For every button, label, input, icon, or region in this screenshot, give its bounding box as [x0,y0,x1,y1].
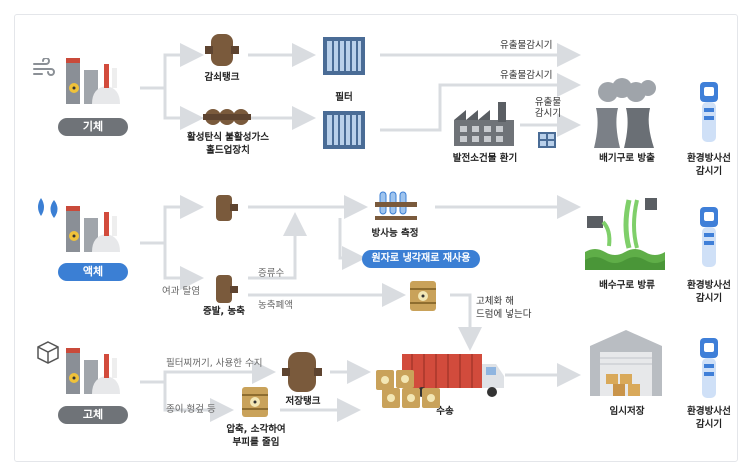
charcoal-label-1: 활성탄식 불활성가스 [187,132,269,143]
cube-icon [36,340,60,368]
truck-icon [372,350,506,414]
vent-window-icon [537,131,557,153]
decay-tank-icon [210,194,240,226]
state-badge-liquid: 액체 [58,263,128,281]
concentrate-label: 농축폐액 [258,300,293,311]
cooling-tower-icon [588,78,664,154]
state-badge-solid: 고체 [58,406,128,424]
drum-icon [240,386,270,422]
paper-label: 종이,헝겊 등 [166,404,216,415]
charcoal-label-2: 홀드업장치 [206,145,250,156]
outfall-icon [585,196,665,274]
decay-tank-icon [203,32,241,72]
radiation-monitor-icon [694,205,724,275]
transport-label: 수송 [436,406,454,417]
water-drop-icon [34,196,62,224]
env-monitor-label-solid-1: 환경방사선 [687,406,731,417]
decay-tank-icon [210,274,240,308]
evaporation-label: 증발, 농축 [203,306,245,317]
radiation-monitor-icon [694,336,724,406]
radiation-monitor-icon [694,80,724,150]
env-monitor-label-gas-1: 환경방사선 [687,153,731,164]
nuclear-plant-icon [62,200,124,262]
storage-tank-label: 저장탱크 [285,396,321,407]
compress-label-2: 부피를 줄임 [232,437,280,448]
discharge-label: 배수구로 방류 [599,280,655,291]
state-badge-gas: 기체 [58,118,128,136]
filter-demin-label: 여과 탈염 [162,286,200,297]
compress-label-1: 압축, 소각하여 [226,424,286,435]
env-monitor-label-solid-2: 감시기 [695,419,723,430]
distillate-label: 증류수 [258,268,285,279]
effluent-monitor-label-2: 유출물감시기 [500,70,553,81]
temp-storage-label: 임시저장 [609,406,645,417]
drum-icon [408,280,438,316]
effluent-monitor-label-3b: 감시기 [534,108,562,119]
test-tube-icon [374,190,418,226]
effluent-monitor-label-3a: 유출물 [534,97,562,108]
effluent-monitor-label-1: 유출물감시기 [500,40,553,51]
charcoal-holdup-icon [203,104,251,134]
filter-icon [322,36,366,80]
wind-icon [32,57,56,82]
storage-tank-icon [282,350,322,398]
factory-icon [452,102,516,152]
warehouse-icon [588,328,664,402]
filter-resin-label: 필터찌꺼기, 사용한 수지 [166,358,263,369]
nuclear-plant-icon [62,52,124,114]
decay-tank-label: 감쇠탱크 [204,72,240,83]
building-vent-label: 발전소건물 환기 [452,153,518,164]
reuse-badge: 원자로 냉각재로 재사용 [362,250,480,268]
env-monitor-label-liquid-1: 환경방사선 [687,280,731,291]
solidify-label-1: 고체화 해 [476,296,514,307]
filter-label: 필터 [335,92,353,103]
nuclear-plant-icon [62,342,124,404]
radio-measure-label: 방사능 측정 [371,228,419,239]
stack-release-label: 배기구로 방출 [599,153,655,164]
filter-icon [322,110,366,154]
env-monitor-label-gas-2: 감시기 [695,166,723,177]
solidify-label-2: 드럼에 넣는다 [476,309,532,320]
env-monitor-label-liquid-2: 감시기 [695,293,723,304]
